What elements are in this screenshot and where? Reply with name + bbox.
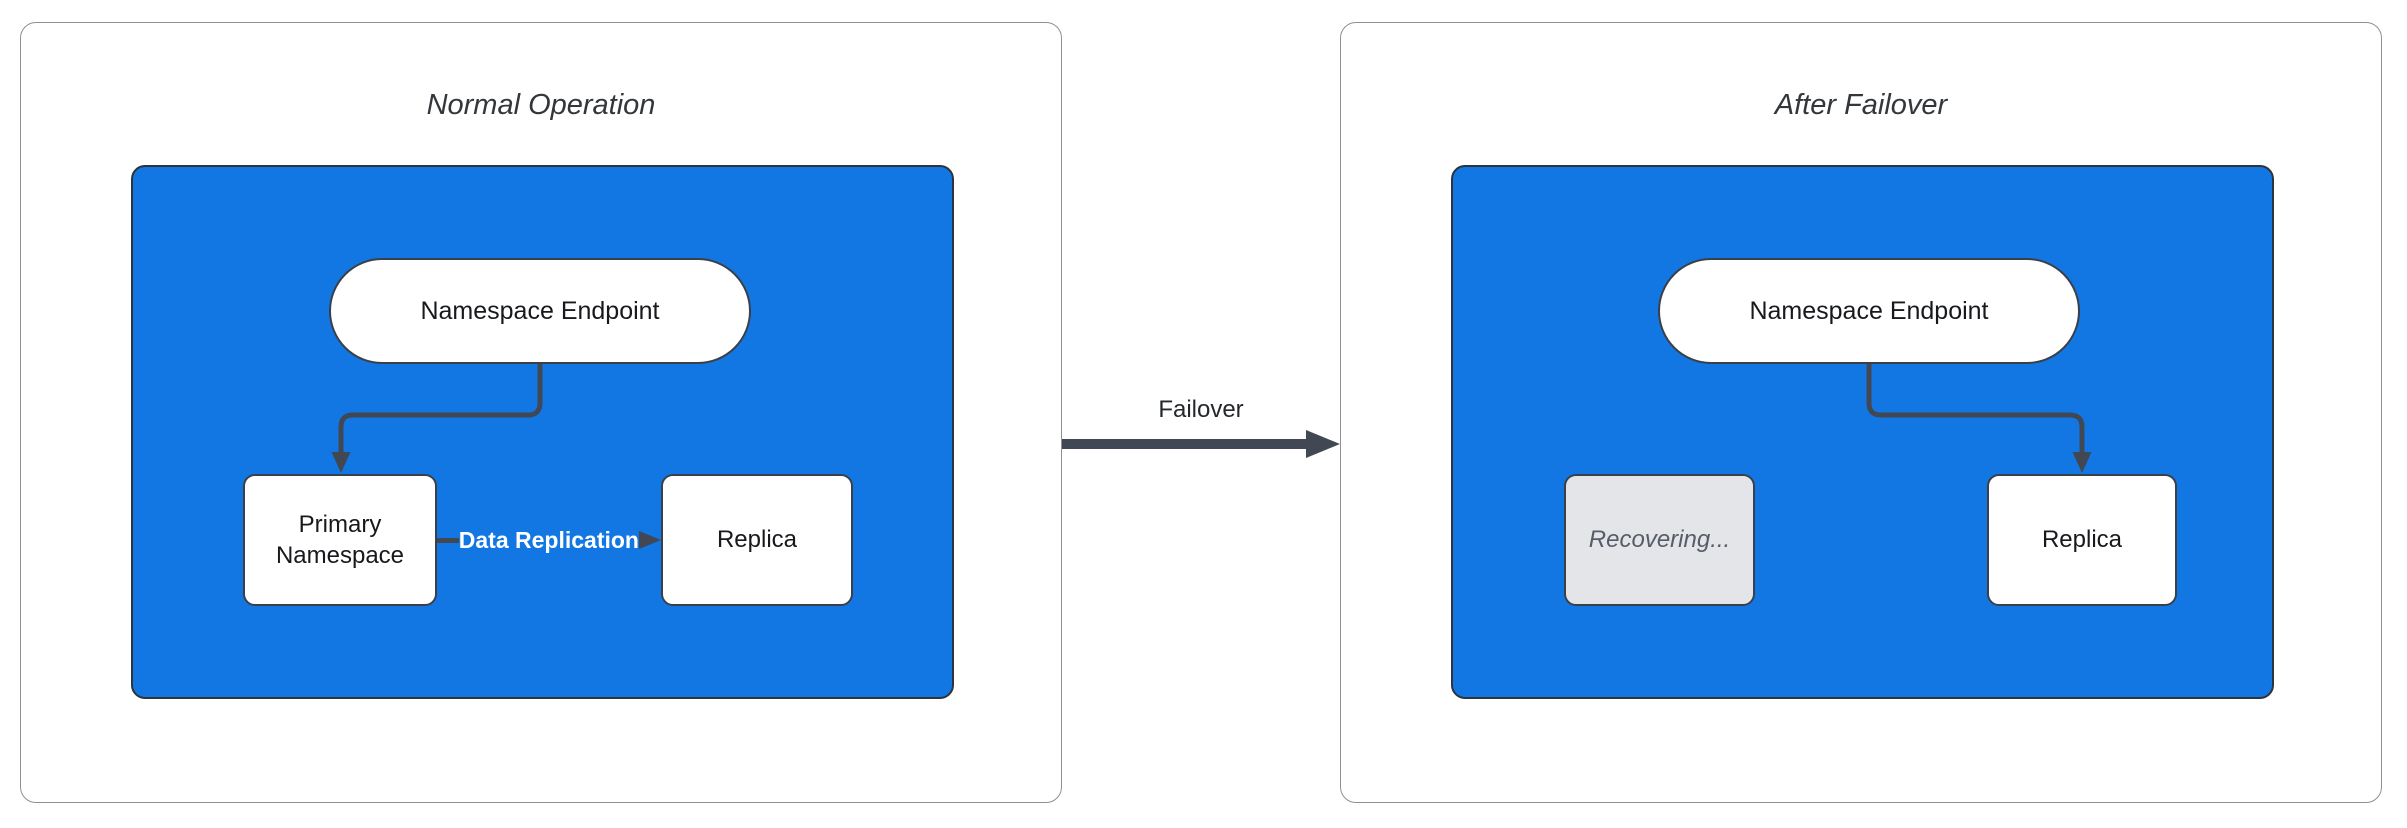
node-namespace-endpoint-left-label: Namespace Endpoint <box>420 296 660 325</box>
failover-arrow <box>1062 430 1340 458</box>
node-replica-left-label: Replica <box>716 526 798 554</box>
node-recovering: Recovering... <box>1564 474 1755 606</box>
node-primary-namespace: Primary Namespace <box>243 474 437 606</box>
cluster-normal-operation: Namespace Endpoint Primary Namespace Dat… <box>131 165 954 699</box>
data-replication-edge: Data Replication <box>437 474 661 606</box>
data-replication-edge-line <box>437 537 459 543</box>
cluster-after-failover: Namespace Endpoint Recovering... Replica <box>1451 165 2274 699</box>
node-primary-namespace-label: Primary Namespace <box>275 510 405 569</box>
endpoint-to-primary-edge-line <box>338 364 543 454</box>
panel-title-normal-operation: Normal Operation <box>426 89 656 121</box>
node-replica-right: Replica <box>1987 474 2177 606</box>
panel-normal-operation: Normal Operation Namespace Endpoint Prim… <box>20 22 1062 803</box>
failover-arrow-line <box>1062 439 1306 449</box>
failover-edge-label: Failover <box>1158 396 1244 423</box>
node-namespace-endpoint-right: Namespace Endpoint <box>1658 258 2080 364</box>
endpoint-to-primary-arrowhead-icon <box>331 452 351 473</box>
panel-after-failover: After Failover Namespace Endpoint Recove… <box>1340 22 2382 803</box>
failover-arrowhead-icon <box>1306 430 1340 458</box>
node-replica-left: Replica <box>661 474 853 606</box>
panel-title-after-failover: After Failover <box>1774 89 1948 121</box>
endpoint-to-replica-arrowhead-icon <box>2072 452 2092 473</box>
data-replication-arrowhead-icon <box>639 531 661 549</box>
node-namespace-endpoint-left: Namespace Endpoint <box>329 258 751 364</box>
endpoint-to-replica-edge-line <box>1866 364 2085 454</box>
failover-edge: Failover <box>1062 396 1340 458</box>
node-recovering-label: Recovering... <box>1588 526 1731 554</box>
data-replication-edge-label: Data Replication <box>458 526 639 553</box>
node-namespace-endpoint-right-label: Namespace Endpoint <box>1749 296 1989 325</box>
endpoint-to-primary-connector <box>331 364 543 473</box>
endpoint-to-replica-connector <box>1866 364 2092 473</box>
node-replica-right-label: Replica <box>2041 526 2123 554</box>
